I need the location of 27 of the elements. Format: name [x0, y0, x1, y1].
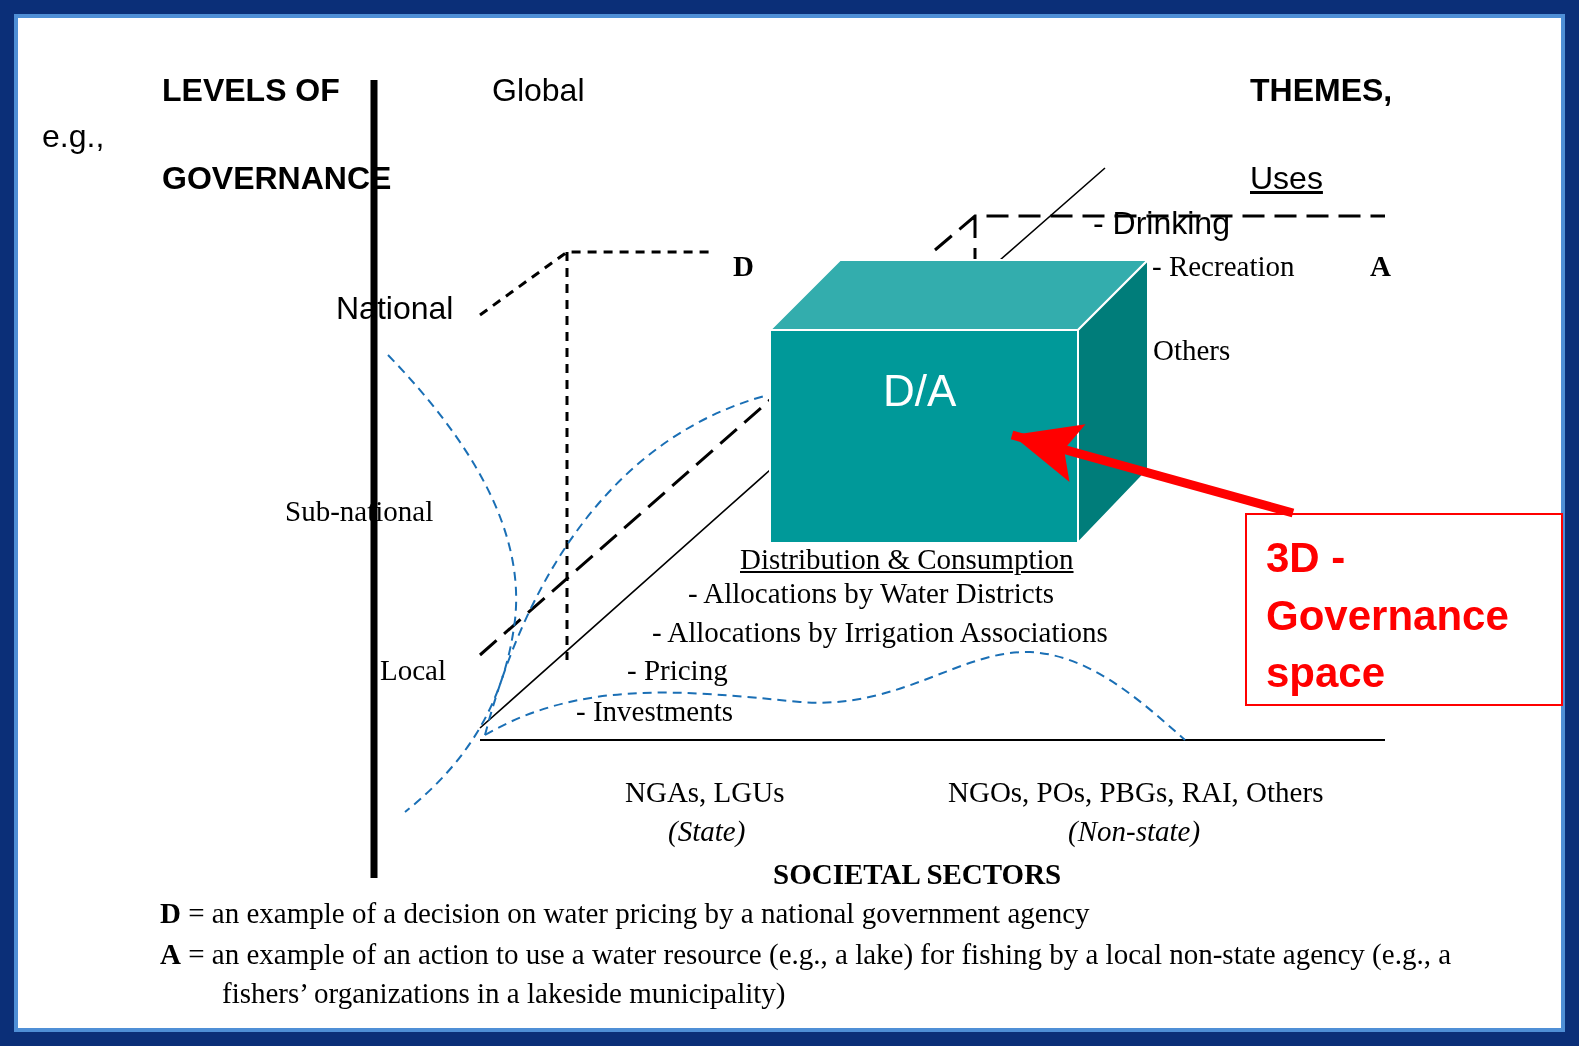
axis-label: NGOs, POs, PBGs, RAI, Others — [948, 777, 1324, 810]
axis-note: e.g., — [42, 119, 105, 155]
theme-item: - Allocations by Irrigation Associations — [652, 617, 1108, 650]
axis-label: NGAs, LGUs — [625, 777, 785, 810]
cube-label: D/A — [883, 367, 957, 416]
axis-title: THEMES, — [1250, 73, 1393, 109]
callout-box — [1245, 513, 1563, 706]
footnote: D = an example of a decision on water pricing by a national government agency — [160, 898, 1090, 931]
axis-label: Uses — [1250, 161, 1323, 197]
axis-title: LEVELS OF — [162, 73, 340, 109]
theme-item: - Recreation — [1152, 251, 1295, 284]
axis-label: Local — [380, 655, 446, 688]
theme-item: - Pricing — [627, 655, 728, 688]
theme-item: - Allocations by Water Districts — [688, 578, 1054, 611]
axis-title: SOCIETAL SECTORS — [773, 859, 1062, 892]
footnote: A = an example of an action to use a water resource (e.g., a lake) for fishing by a local non-state agency (e.g., a fishers’ organizations in a lakeside municipality) — [160, 937, 1453, 1011]
point-label: A — [1370, 251, 1391, 284]
theme-item: - Drinking — [1093, 206, 1230, 242]
theme-heading: Distribution & Consumption — [740, 544, 1074, 577]
theme-item: Others — [1153, 335, 1231, 368]
axis-label: (State) — [668, 816, 746, 849]
point-label: D — [733, 251, 754, 284]
axis-label: Global — [492, 73, 585, 109]
callout-text: 3D - Governance space — [1266, 533, 1510, 699]
axis-label: (Non-state) — [1068, 816, 1201, 849]
arrow — [1010, 424, 1295, 518]
theme-item: - Investments — [576, 696, 734, 729]
